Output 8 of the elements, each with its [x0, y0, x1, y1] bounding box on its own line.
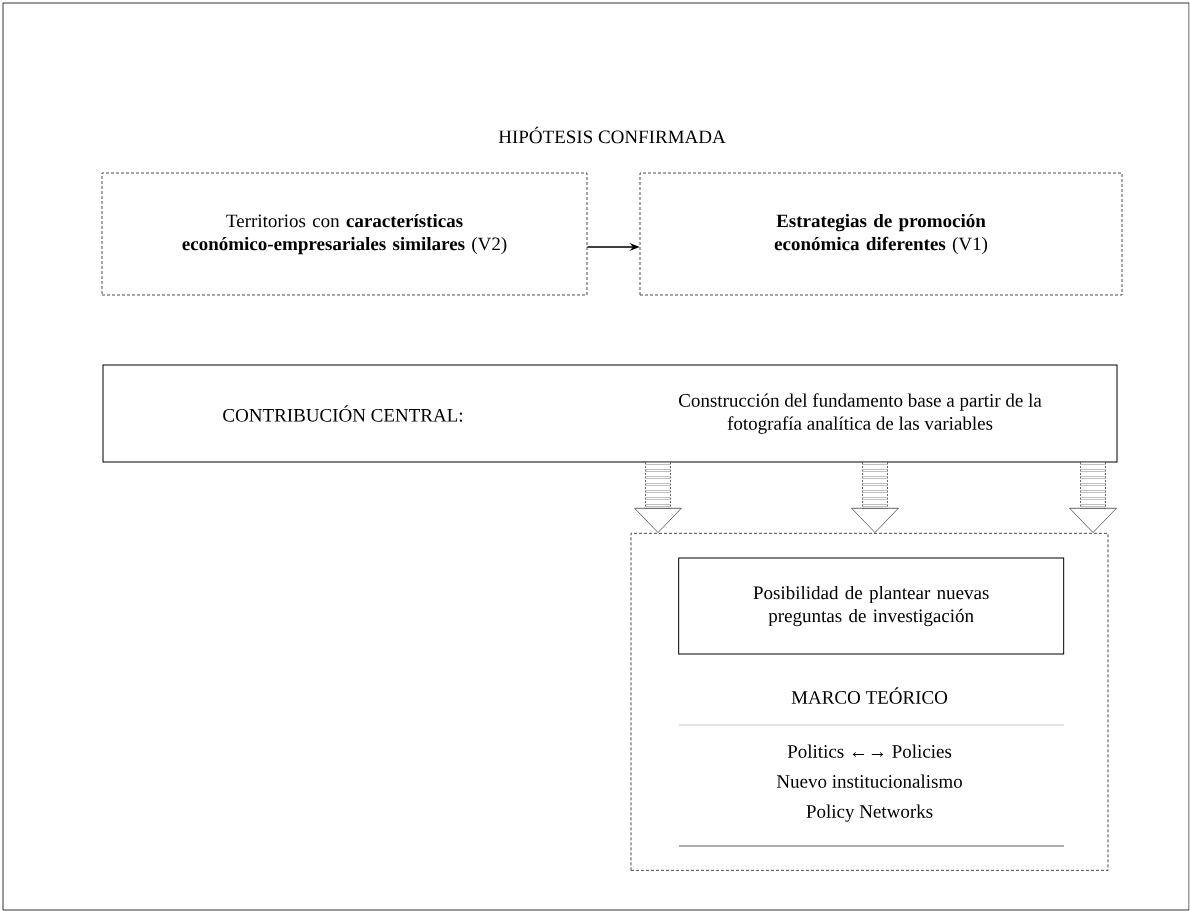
block-arrow [634, 462, 682, 533]
block-arrow [851, 462, 899, 533]
process-box: Territorios con características económico-empresariales similares (V2) [101, 172, 588, 296]
title: HIPÓTESIS CONFIRMADA [498, 126, 726, 144]
process-box: Estrategias de promoción económica diferentes (V1) [639, 172, 1123, 296]
text-box: Posibilidad de plantear nuevas preguntas de investigación [678, 557, 1065, 655]
text-box: CONTRIBUCIÓN CENTRAL: Construcción del fundamento base a partir de la fotografía analítica de las variables [102, 364, 1118, 463]
block-arrow [1069, 462, 1117, 533]
